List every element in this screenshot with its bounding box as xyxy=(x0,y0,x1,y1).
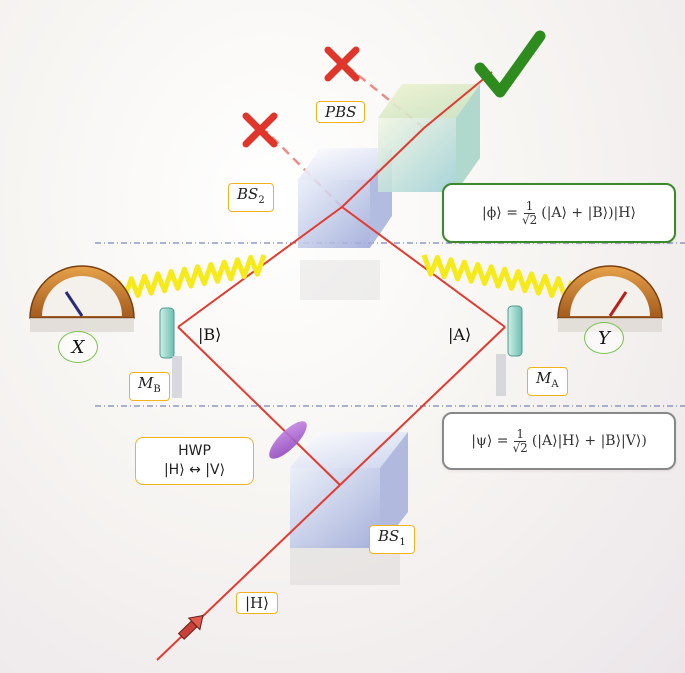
cube-shadows xyxy=(290,260,400,585)
state-psi-lhs: |ψ⟩ = xyxy=(471,433,509,449)
label-bs2: BS2 xyxy=(228,183,274,212)
spring-y xyxy=(421,254,575,301)
mirror-a xyxy=(496,305,523,396)
state-phi-fraction: 1 √2 xyxy=(521,198,538,227)
photon-arrow-icon xyxy=(177,614,204,640)
meter-y-icon xyxy=(557,265,663,332)
cross-icon-bs2 xyxy=(242,112,278,148)
half-wave-plate xyxy=(269,421,307,459)
label-pbs: PBS xyxy=(316,101,366,123)
state-phi-box: |ϕ⟩ = 1 √2 (|A⟩ + |B⟩)|H⟩ xyxy=(442,183,676,243)
hwp-label-box: HWP |H⟩ ↔ |V⟩ xyxy=(135,437,254,485)
label-bs1: BS1 xyxy=(369,525,415,554)
beam-splitter-1 xyxy=(290,432,408,548)
label-input-state: |H⟩ xyxy=(236,592,278,614)
state-phi-rhs: (|A⟩ + |B⟩)|H⟩ xyxy=(541,205,636,221)
detector-label-y: Y xyxy=(584,322,624,354)
state-psi-box: |ψ⟩ = 1 √2 (|A⟩|H⟩ + |B⟩|V⟩) xyxy=(442,412,676,470)
cross-icon-pbs xyxy=(324,46,360,82)
ket-a: |A⟩ xyxy=(448,325,472,344)
state-psi-fraction: 1 √2 xyxy=(512,426,528,455)
state-psi-rhs: (|A⟩|H⟩ + |B⟩|V⟩) xyxy=(531,433,647,449)
detector-label-x: X xyxy=(58,331,98,363)
meter-x-icon xyxy=(29,265,135,332)
hwp-rule: |H⟩ ↔ |V⟩ xyxy=(163,462,226,478)
label-mirror-b: MB xyxy=(129,372,170,401)
state-phi-lhs: |ϕ⟩ = xyxy=(482,205,518,221)
hwp-title: HWP xyxy=(178,443,211,459)
mirror-b xyxy=(159,307,182,398)
check-icon xyxy=(474,30,546,98)
polarizing-beam-splitter xyxy=(378,84,480,192)
label-mirror-a: MA xyxy=(527,367,568,396)
spring-x xyxy=(115,254,267,301)
ket-b: |B⟩ xyxy=(198,325,222,344)
